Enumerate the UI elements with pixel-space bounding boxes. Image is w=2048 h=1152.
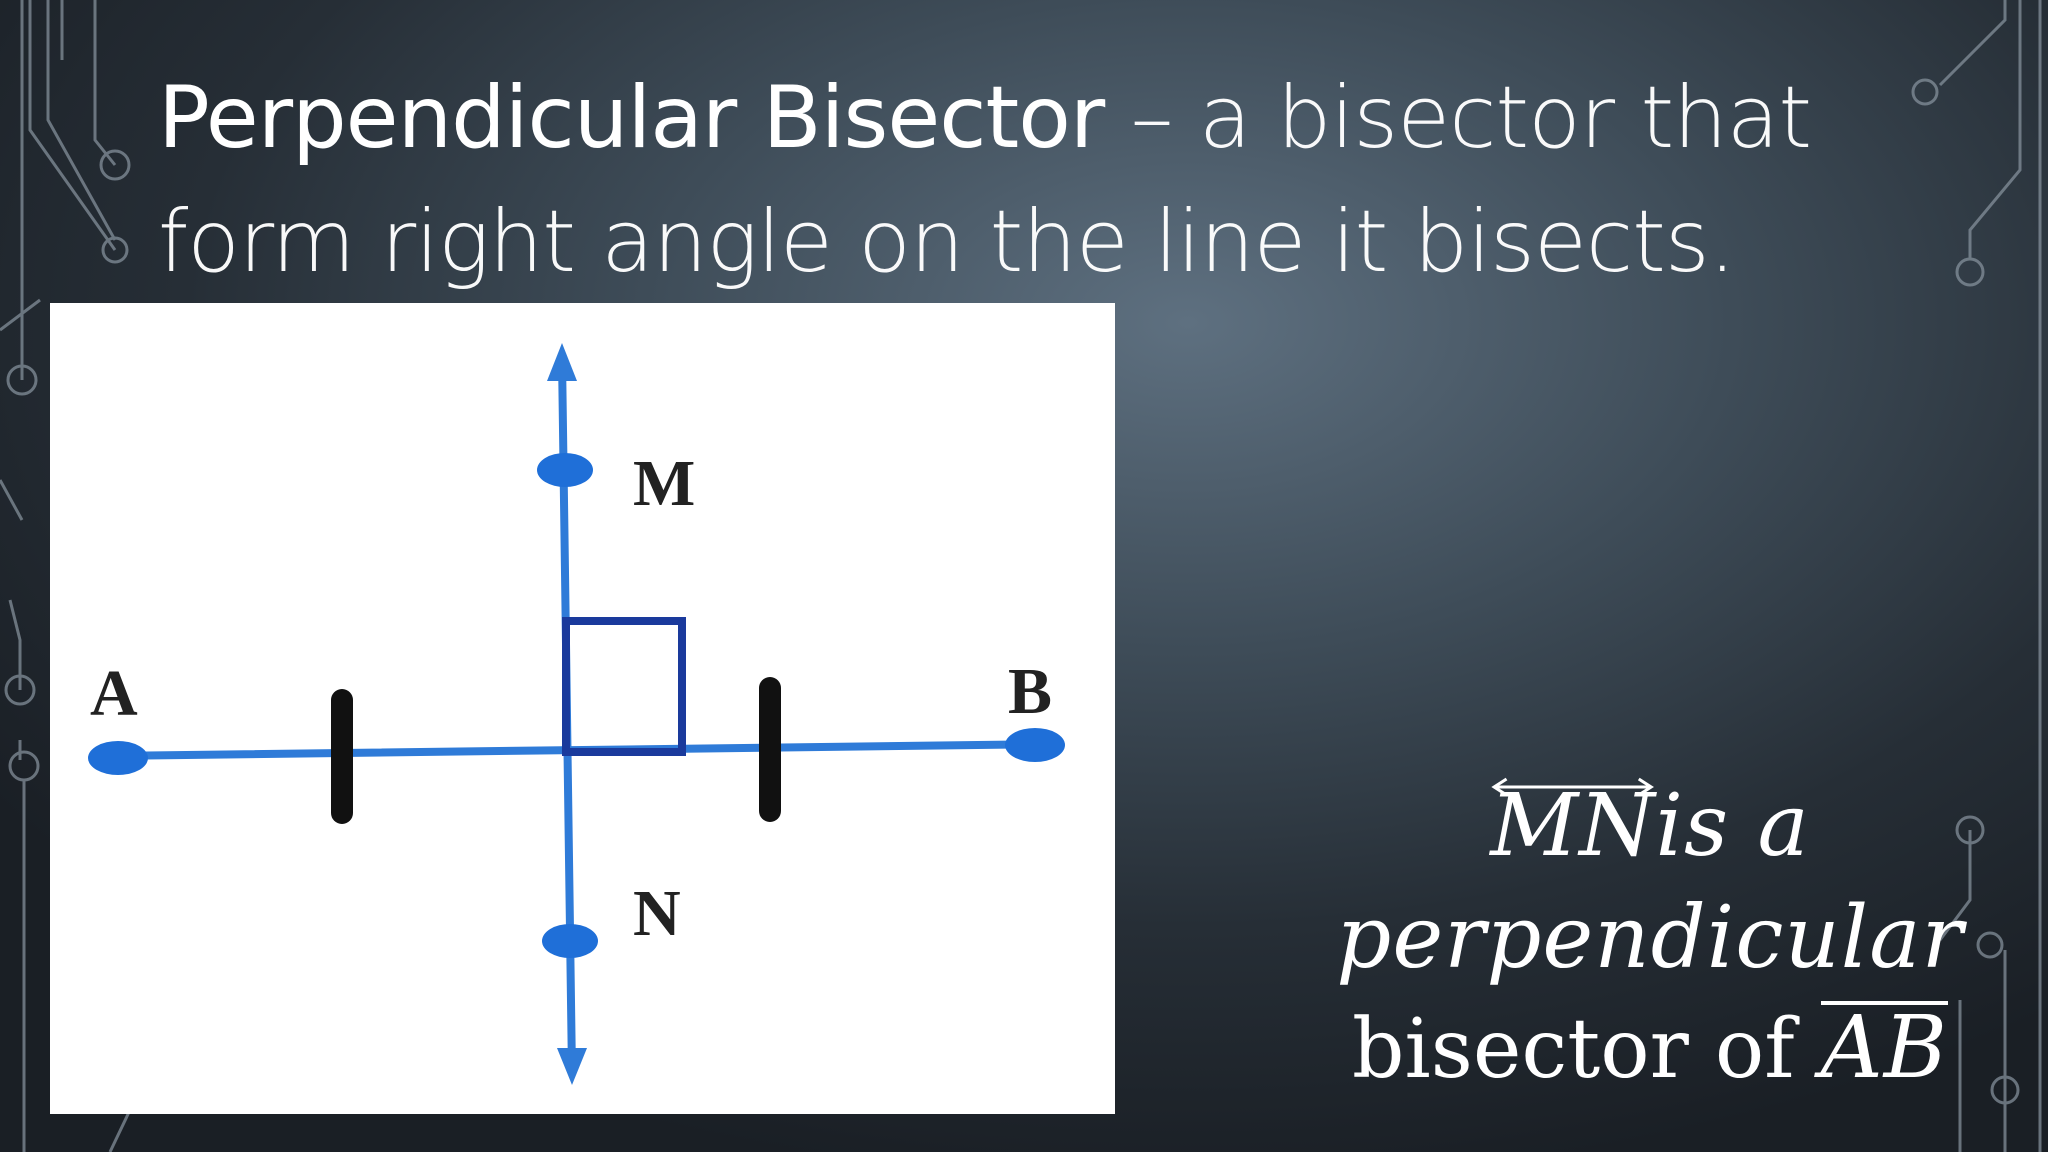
label-n: N xyxy=(633,877,681,950)
caption-bisector-of: bisector of xyxy=(1352,1002,1821,1097)
title-term: Perpendicular Bisector xyxy=(158,68,1105,168)
caption: MN is a perpendicular bisector of AB xyxy=(1290,770,2010,1106)
label-a: A xyxy=(90,657,138,730)
segment-name: AB xyxy=(1820,998,1948,1098)
line-mn-notation: MN xyxy=(1490,770,1655,882)
title-definition: – a bisector that form right angle on th… xyxy=(158,68,1812,292)
line-name: MN xyxy=(1490,776,1656,876)
point-b xyxy=(1005,728,1065,762)
point-a xyxy=(88,741,148,775)
double-arrow-icon xyxy=(1491,777,1655,797)
caption-line-1: MN is a xyxy=(1290,770,2010,882)
label-m: M xyxy=(633,447,695,520)
caption-line-2: perpendicular xyxy=(1336,888,1964,988)
label-b: B xyxy=(1008,655,1052,728)
caption-is-a: is a xyxy=(1655,776,1810,876)
caption-line-3: bisector of AB xyxy=(1290,994,2010,1106)
point-m xyxy=(537,453,593,487)
arrowhead-down-icon xyxy=(557,1048,587,1085)
slide-title: Perpendicular Bisector – a bisector that… xyxy=(158,56,1878,304)
right-angle-marker xyxy=(562,617,686,756)
arrowhead-up-icon xyxy=(547,343,577,381)
point-n xyxy=(542,924,598,958)
perpendicular-bisector-diagram: A B M N xyxy=(50,303,1115,1114)
